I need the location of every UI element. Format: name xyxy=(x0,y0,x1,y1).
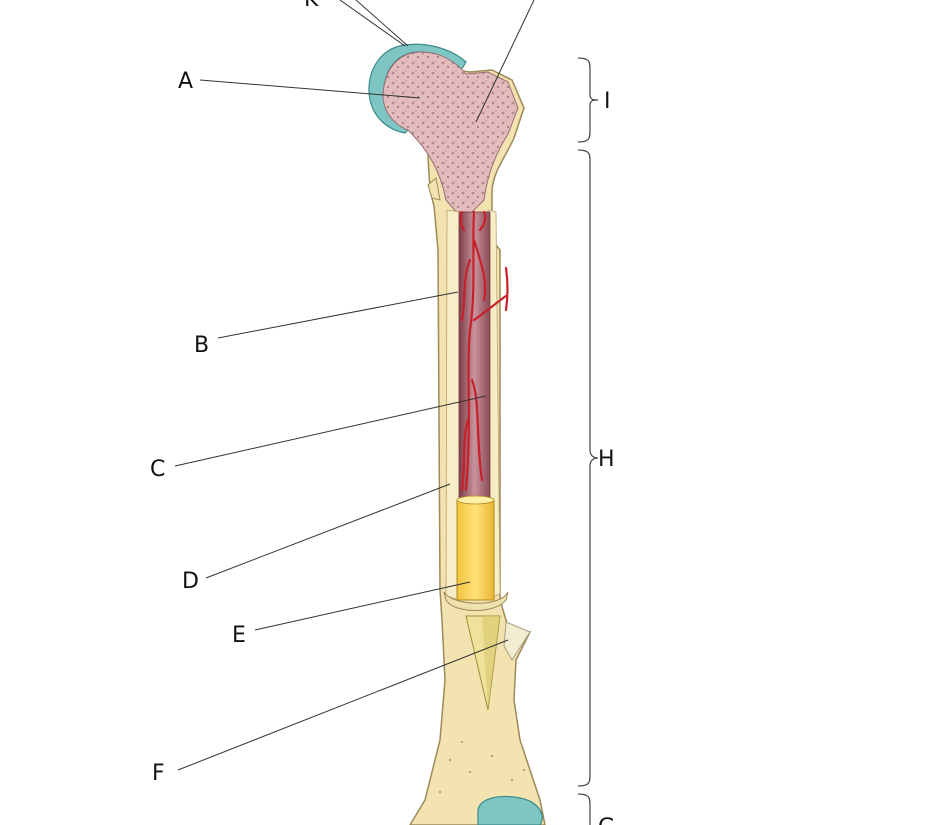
label-E: E xyxy=(232,623,246,648)
periosteum-flap-shadow xyxy=(482,616,500,710)
label-G-partial: G xyxy=(598,815,615,825)
bone-texture-dots xyxy=(439,741,525,801)
label-F: F xyxy=(152,761,165,786)
cavity-cut-edge xyxy=(443,591,509,611)
distal-cartilage xyxy=(477,795,543,825)
label-K-partial: K xyxy=(304,0,319,12)
label-I: I xyxy=(604,89,611,114)
bone-bump xyxy=(427,177,441,201)
label-B: B xyxy=(194,333,209,358)
blood-vessels xyxy=(459,210,509,492)
label-A: A xyxy=(178,69,193,94)
brace-G xyxy=(577,793,591,825)
yellow-marrow xyxy=(456,499,495,601)
spongy-bone-proximal xyxy=(382,51,519,215)
label-D: D xyxy=(182,569,199,594)
label-H: H xyxy=(598,447,615,472)
periosteum-side-flap xyxy=(503,621,531,661)
brace-I xyxy=(577,57,599,143)
brace-H xyxy=(577,149,599,787)
label-C: C xyxy=(150,457,165,482)
leader-lines xyxy=(174,0,535,771)
yellow-marrow-top xyxy=(456,495,495,505)
